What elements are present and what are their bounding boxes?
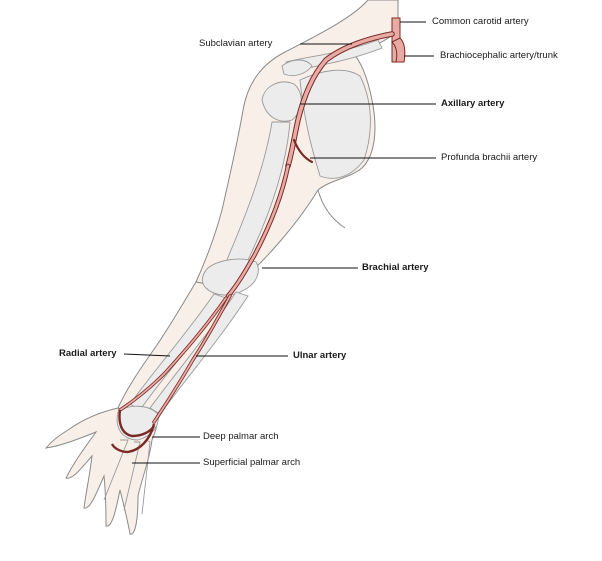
leader-radial (123, 353, 171, 357)
label-superficial-palmar-arch: Superficial palmar arch (203, 457, 301, 468)
superficial-palmar-arch-vessel (110, 423, 156, 454)
axilla-fold (317, 189, 346, 229)
label-radial-artery: Radial artery (59, 348, 117, 359)
ulnar-vessel-fill (153, 295, 231, 423)
deep-palmar-arch-vessel (118, 409, 155, 438)
label-axillary-artery: Axillary artery (441, 98, 505, 109)
label-brachiocephalic-artery: Brachiocephalic artery/trunk (440, 50, 558, 61)
label-ulnar-artery: Ulnar artery (293, 350, 347, 361)
brachial-vessel-fill (226, 164, 290, 298)
radial-vessel-fill (119, 297, 227, 411)
label-brachial-artery: Brachial artery (362, 262, 429, 273)
label-deep-palmar-arch: Deep palmar arch (203, 431, 279, 442)
label-subclavian-artery: Subclavian artery (199, 38, 273, 49)
scapula (299, 69, 371, 179)
label-common-carotid-artery: Common carotid artery (432, 16, 529, 27)
label-profunda-brachii-artery: Profunda brachii artery (441, 152, 538, 163)
profunda-brachii-vessel (292, 138, 314, 164)
leader-lines (123, 21, 436, 464)
hand-skin (44, 407, 158, 535)
acromion (281, 59, 313, 77)
arteries (110, 17, 406, 454)
subclavian-axillary-vessel-fill (286, 32, 394, 168)
brachiocephalic-vessel (391, 37, 406, 63)
